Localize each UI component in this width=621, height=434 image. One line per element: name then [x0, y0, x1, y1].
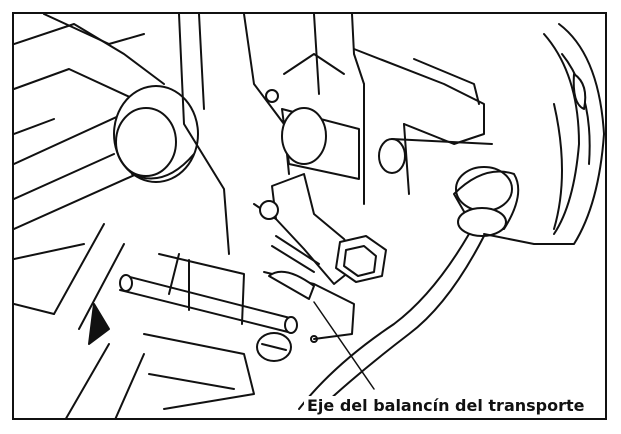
lower-shaft — [14, 223, 255, 418]
right-curved-plate — [483, 23, 605, 245]
feed-block — [263, 270, 355, 343]
shaft-end-cylinder — [113, 85, 199, 183]
callout-leader-line — [313, 301, 375, 390]
mechanism-line-art — [14, 14, 605, 418]
bracket-block — [353, 48, 485, 205]
diagram-frame: Eje del balancín del transporte — [12, 12, 607, 420]
lower-bolt — [256, 332, 292, 362]
tube-fitting — [298, 166, 520, 415]
callout-label: Eje del balancín del transporte — [304, 396, 588, 416]
boss-cylinder — [281, 107, 493, 180]
upper-left-housing — [14, 14, 165, 135]
rocker-shaft-pin — [119, 253, 298, 334]
rocker-arm — [253, 173, 387, 285]
